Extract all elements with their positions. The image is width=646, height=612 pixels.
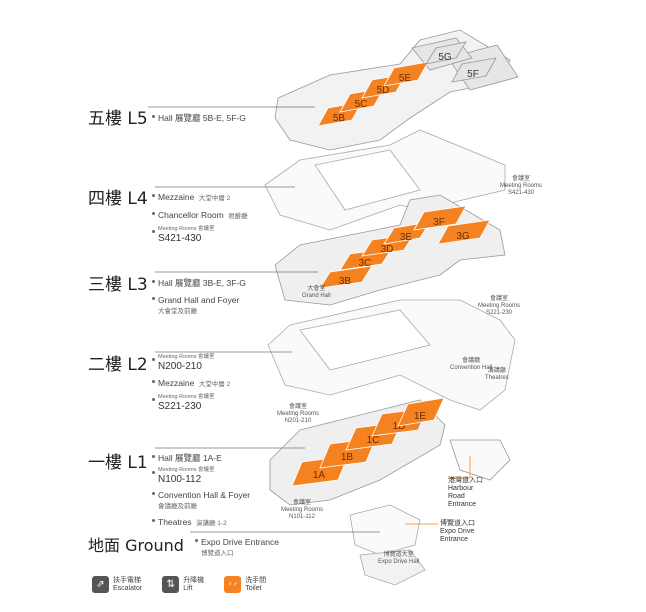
floor-l4-name: 四樓 L4 [88,189,148,209]
harbour-entrance-line [448,456,471,479]
hall-3g [437,219,491,245]
label-l4-meeting-rooms: 會議室 Meeting Rooms S421-430 [500,176,543,196]
hall-label-1d: 1D [393,421,406,432]
label-expo-drive-hall: 博覽道大堂 Expo Drive Hall [378,552,420,565]
label-l1-meeting-rooms: 會議室 Meeting Rooms N101-112 [281,500,324,520]
escalator-icon: ⇗ [92,576,109,593]
list-item: Hall 展覽廳 5B-E, 5F-G [152,111,246,124]
list-item: Theatres 演講廳 1-2 [152,515,250,529]
hall-3b [319,265,373,289]
label-convention-hall: 會議廳 Convention Hall [450,358,493,371]
hall-label-1a: 1A [313,470,326,481]
label-theatres: 演講廳 Theatres [485,368,509,381]
list-item: Chancellor Room 君爵廳 [152,208,248,222]
floor-l5-name: 五樓 L5 [88,109,148,129]
lift-icon: ⇅ [162,576,180,593]
floor-l4-list: Mezzaine 大堂中層 2 Chancellor Room 君爵廳 Meet… [152,190,248,247]
hall-label-1e: 1E [414,411,427,422]
label-grand-hall: 大會堂 Grand Hall [302,286,331,299]
list-item: Hall 展覽廳 1A-E [152,451,250,464]
hall-3f [413,205,467,231]
floor-l1-name: 一樓 L1 [88,453,148,473]
hall-label-5b: 5B [333,113,346,124]
label-expo-drive-entrance: 博覽道入口 Expo Drive Entrance [440,520,475,543]
hall-label-5c: 5C [355,99,368,110]
floor-l4-outline [264,129,506,231]
leader-lines [148,106,380,533]
floor-l5-list: Hall 展覽廳 5B-E, 5F-G [152,111,246,127]
floor-ground-name: 地面 Ground [88,536,184,555]
label-l2-meeting-rooms: 會議室 Meeting Rooms N201-210 [277,404,320,424]
hall-label-1b: 1B [341,452,354,463]
hall-label-3g: 3G [456,231,470,242]
hall-label-1c: 1C [367,435,380,446]
hall-label-3f: 3F [433,217,445,228]
hall-label-5g: 5G [438,52,452,63]
floor-l2-name: 二樓 L2 [88,355,148,375]
halls-l5: 5B 5C 5D 5E 5F 5G [317,41,497,127]
list-item: Mezzaine 大堂中層 2 [152,190,248,204]
hall-label-5f: 5F [467,69,479,80]
halls-l3: 3B 3C 3D 3E 3F 3G [319,205,491,289]
hall-label-3d: 3D [381,244,394,255]
hall-5f [451,57,497,83]
hall-label-3c: 3C [359,258,372,269]
hall-label-5e: 5E [399,73,412,84]
floor-l3-name: 三樓 L3 [88,275,148,295]
hall-label-3e: 3E [400,232,413,243]
hall-5g [425,41,467,65]
hall-label-3b: 3B [339,276,352,287]
floor-l3-list: Hall 展覽廳 3B-E, 3F-G Grand Hall and Foyer… [152,276,246,320]
hall-1e [397,397,445,427]
toilet-icon: ♀♂ [224,576,242,593]
floor-l2-outline [267,299,516,411]
entrance-markers [405,456,471,525]
floor-ground-outline [349,504,426,586]
label-harbour-road-entrance: 港灣道入口 Harbour Road Entrance [448,477,483,508]
label-l3-meeting-rooms: 會議室 Meeting Rooms S221-230 [478,296,521,316]
hall-label-5d: 5D [377,85,390,96]
halls-l1: 1A 1B 1C 1D 1E [291,397,445,487]
list-item: Hall 展覽廳 3B-E, 3F-G [152,276,246,289]
list-item: Mezzaine 大堂中層 2 [152,376,230,390]
